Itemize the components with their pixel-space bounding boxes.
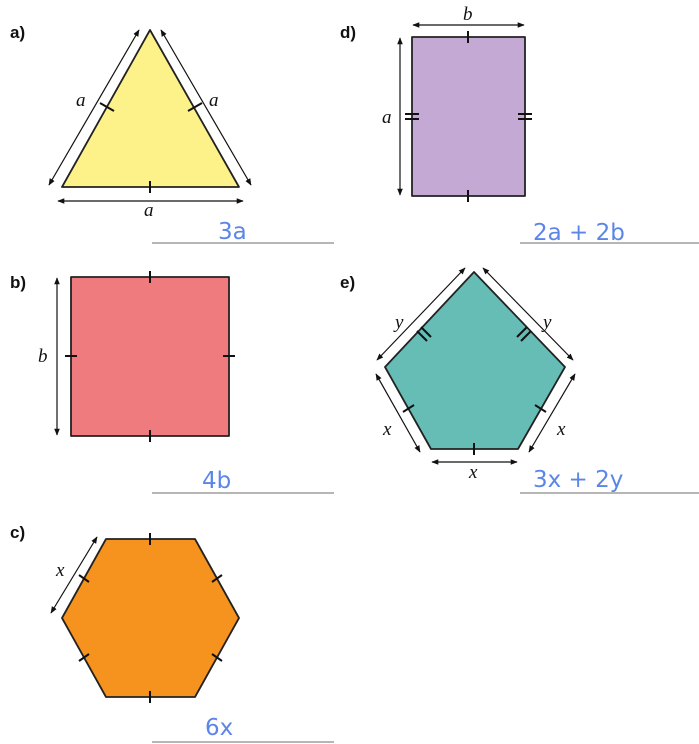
- square-label-left: b: [38, 346, 48, 367]
- pentagon-dim-lower-left: [375, 373, 421, 453]
- rectangle-label-top: b: [463, 4, 473, 25]
- hexagon-shape: [61, 538, 240, 698]
- answer-b: 4b: [202, 468, 231, 494]
- triangle-dim-right: [160, 29, 252, 186]
- part-d-label: d): [340, 23, 356, 42]
- part-c-label: c): [10, 523, 25, 542]
- part-e: e) y y x x x 3x + 2y: [340, 267, 699, 494]
- pentagon-shape: [384, 271, 566, 450]
- part-b: b) b 4b: [10, 271, 334, 494]
- triangle-dim-left: [48, 29, 140, 186]
- triangle-label-bottom: a: [144, 200, 154, 221]
- pentagon-dim-upper-right: [482, 267, 574, 361]
- hexagon-dim-upper-left: [50, 536, 98, 614]
- part-b-label: b): [10, 273, 26, 292]
- pentagon-label-upper-right: y: [541, 312, 552, 333]
- triangle-label-left: a: [76, 90, 86, 111]
- hexagon-tick-lower-right: [211, 653, 223, 662]
- part-a: a) a a a 3a: [10, 23, 334, 245]
- pentagon-label-bottom: x: [468, 462, 478, 483]
- pentagon-label-lower-right: x: [556, 419, 566, 440]
- pentagon-label-upper-left: y: [393, 312, 404, 333]
- answer-c: 6x: [205, 715, 233, 741]
- answer-e: 3x + 2y: [533, 467, 623, 493]
- rectangle-shape: [411, 36, 526, 197]
- answer-d: 2a + 2b: [533, 220, 625, 246]
- pentagon-dim-lower-right: [528, 373, 576, 453]
- hexagon-tick-lower-left: [78, 653, 90, 662]
- triangle-label-right: a: [209, 90, 219, 111]
- hexagon-label: x: [55, 560, 65, 581]
- part-a-label: a): [10, 23, 25, 42]
- part-d: d) b a 2a + 2b: [340, 4, 699, 246]
- answer-a: 3a: [218, 219, 247, 245]
- hexagon-tick-upper-right: [211, 574, 223, 583]
- pentagon-label-lower-left: x: [382, 419, 392, 440]
- rectangle-label-left: a: [382, 107, 392, 128]
- part-c: c) x 6x: [10, 523, 334, 743]
- square-shape: [70, 276, 230, 437]
- part-e-label: e): [340, 273, 355, 292]
- pentagon-dim-upper-left: [376, 267, 466, 361]
